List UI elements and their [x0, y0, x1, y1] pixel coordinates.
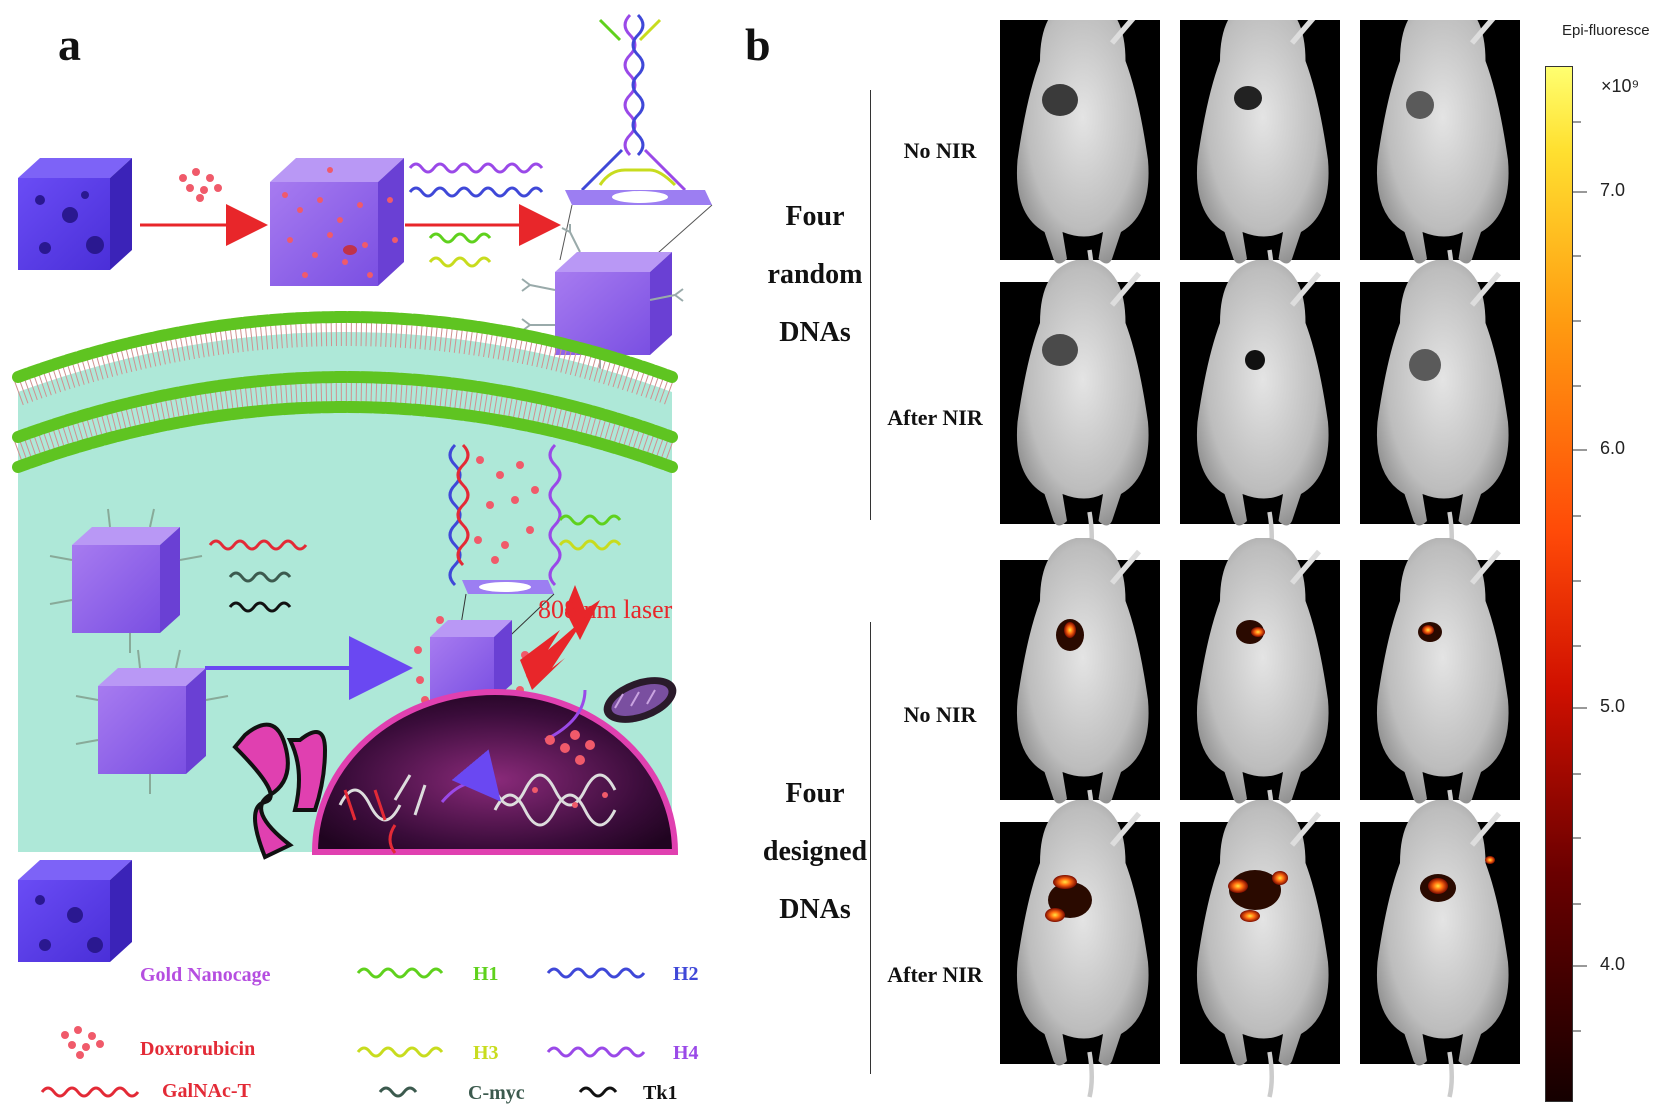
legend-h1: H1: [473, 963, 499, 985]
dna-helix-intact: [493, 773, 617, 827]
dna-label: DNA: [571, 884, 608, 903]
legend-cmyc-icon: [378, 1086, 418, 1098]
mitochondrion: [603, 677, 677, 723]
panel-a-illustration: [12, 13, 713, 1098]
legend-tk1-icon: [578, 1086, 618, 1098]
group-bracket-random: [870, 90, 871, 520]
legend-gold-nanocage: Gold Nanocage: [140, 964, 271, 986]
laser-bolt-icon: [520, 618, 585, 690]
panel-a-letter: a: [58, 19, 81, 70]
fluorescence-signal: [1064, 622, 1076, 638]
legend-doxrorubicin: Doxrorubicin: [140, 1038, 256, 1060]
row-label-designed-after-nir: After NIR: [887, 962, 983, 987]
legend-tk1: Tk1: [643, 1082, 678, 1104]
dna-gate-closed: [559, 13, 713, 261]
dna-gate-open: [448, 443, 562, 656]
legend-h1-icon: [356, 967, 444, 979]
group-random-line-2: random: [767, 259, 863, 290]
strand-h1-top: [428, 232, 492, 244]
colorbar-exponent: ×10⁹: [1601, 76, 1640, 96]
row-label-random-after-nir: After NIR: [887, 405, 983, 430]
legend-galnac-icon: [40, 1086, 140, 1098]
strand-h4-top: [408, 162, 544, 174]
group-random-line-1: Four: [785, 201, 845, 232]
legend-h4-icon: [546, 1046, 646, 1058]
group-designed-line-2: designed: [762, 836, 868, 867]
nanocage-releasing-dox: [414, 616, 534, 716]
group-bracket-designed: [870, 622, 871, 1074]
strand-h3-released: [558, 539, 622, 551]
group-designed-line-1: Four: [785, 778, 845, 809]
strand-galnac-cell: [208, 539, 308, 551]
strand-cmyc-cell: [228, 571, 292, 583]
fluorescence-signal: [1422, 625, 1434, 635]
gold-nanocage-cube-loaded: [270, 158, 404, 286]
legend-galnac: GalNAc-T: [162, 1080, 251, 1102]
fluorescence-signal: [1428, 878, 1448, 894]
group-label-random: Four random DNAs: [750, 188, 880, 362]
row-label-random-no-nir: No NIR: [903, 138, 977, 163]
fluorescence-signal: [1251, 627, 1265, 637]
endoplasmic-reticulum: [232, 722, 328, 860]
strand-h1-released: [558, 514, 622, 526]
legend-h3: H3: [473, 1042, 499, 1064]
colorbar-gradient: [1545, 66, 1573, 1102]
mouse-image-grid: [1000, 20, 1520, 1110]
dna-damage-label: DNA Damage: [383, 884, 483, 903]
panel-b-letter: b: [745, 19, 771, 70]
laser-label: 808 nm laser: [538, 595, 673, 624]
dna-helix-damaged: [338, 774, 427, 822]
dox-dots-small: [179, 168, 222, 202]
group-label-designed: Four designed DNAs: [750, 765, 880, 939]
colorbar-tick-marks: [1573, 121, 1587, 1032]
legend-h4: H4: [673, 1042, 699, 1064]
strand-tk1-cell: [228, 601, 292, 613]
arrow-damage: [440, 749, 501, 803]
colorbar-tick-4: 4.0: [1600, 954, 1626, 974]
colorbar-tick-6: 6.0: [1600, 438, 1626, 458]
legend-h3-icon: [356, 1046, 444, 1058]
strand-h3-top: [428, 256, 492, 268]
row-label-designed-no-nir: No NIR: [903, 702, 977, 727]
fluorescence-signal: [1228, 879, 1248, 893]
colorbar-title: Epi-fluoresce: [1562, 22, 1650, 39]
strand-h2-top: [408, 186, 544, 198]
legend-nanocage-icon: [18, 860, 132, 962]
functionalized-nanocage-cell-1: [49, 508, 203, 653]
fluorescence-signal: [1053, 875, 1077, 889]
colorbar-tick-7: 7.0: [1600, 180, 1626, 200]
group-designed-line-3: DNAs: [779, 894, 851, 925]
laser-bolt-icon-2: [565, 585, 600, 640]
gold-nanocage-cube-plain: [18, 158, 132, 270]
dox-in-nucleus: [545, 730, 595, 765]
legend-h2-icon: [546, 967, 646, 979]
legend-cmyc: C-myc: [468, 1082, 525, 1104]
group-random-line-3: DNAs: [779, 317, 851, 348]
membrane-bilayer: [12, 311, 678, 473]
functionalized-nanocage-cell-2: [75, 649, 229, 794]
legend-h2: H2: [673, 963, 699, 985]
arrow-damage-label: [388, 824, 397, 854]
colorbar-tick-5: 5.0: [1600, 696, 1626, 716]
legend-dox-icon: [61, 1026, 104, 1059]
